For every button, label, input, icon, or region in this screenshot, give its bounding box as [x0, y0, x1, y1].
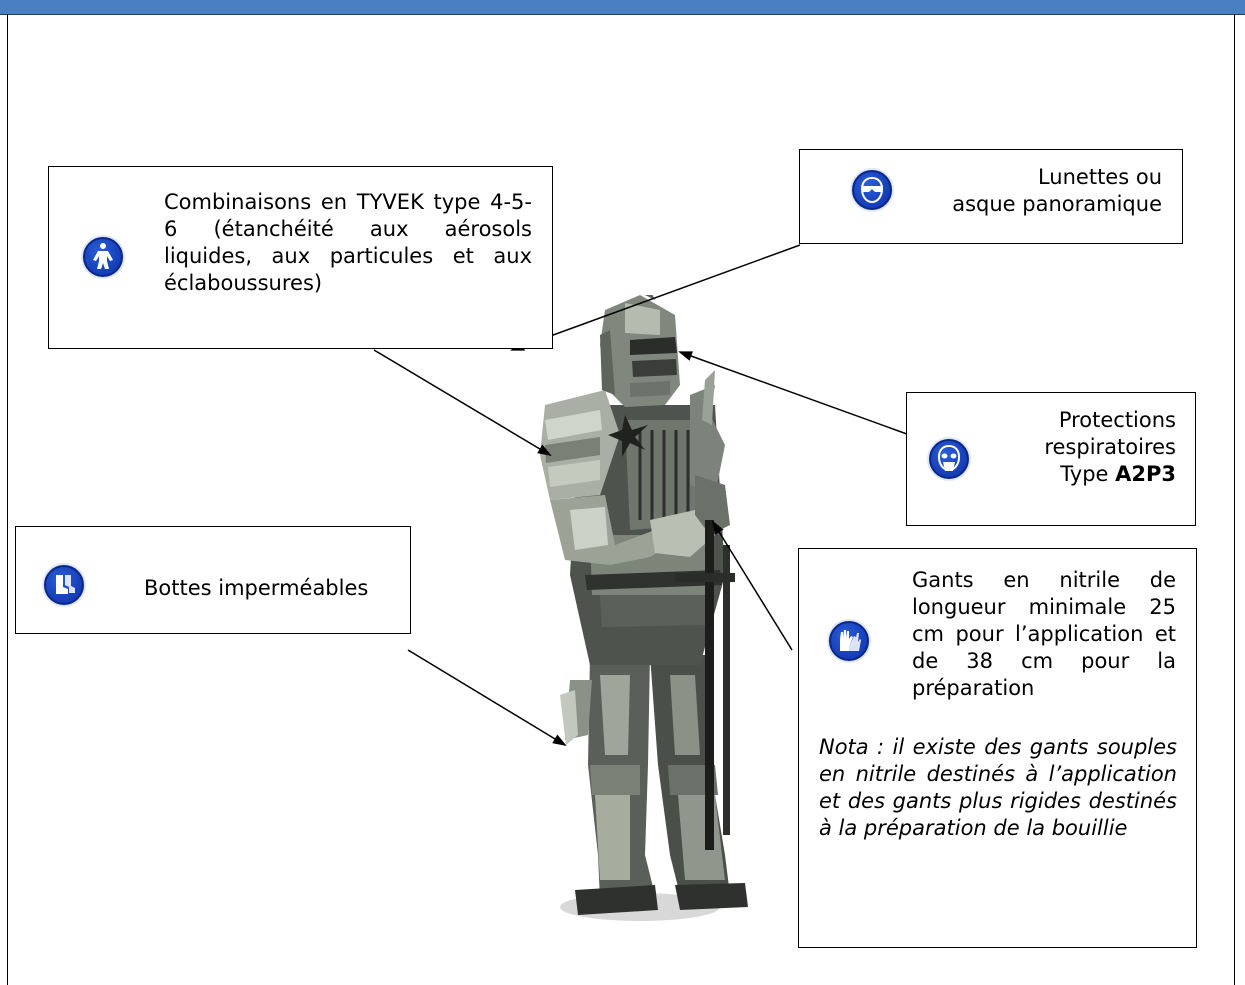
bottes-text: Bottes imperméables: [144, 576, 369, 600]
frame-right-border: [1234, 14, 1235, 985]
protections-text-line1: Protections: [1058, 408, 1176, 432]
bottes-callout: Bottes imperméables: [15, 526, 411, 634]
armored-knight-illustration: [540, 295, 748, 921]
boots-icon: [44, 565, 84, 605]
gants-callout: Gants en nitrile de longueur minimale 25…: [798, 548, 1197, 948]
respirator-mask-icon: [929, 439, 969, 479]
gants-text: Gants en nitrile de longueur minimale 25…: [912, 568, 1176, 700]
protections-type-code: A2P3: [1115, 462, 1176, 486]
arrow-combinaisons-torso: [373, 349, 552, 457]
goggles-icon: [852, 170, 892, 210]
coverall-icon: [83, 237, 123, 277]
protections-text-line2: respiratoires: [1044, 435, 1176, 459]
lunettes-text-line2: asque panoramique: [952, 192, 1162, 216]
lunettes-callout: Lunettes ou asque panoramique: [799, 149, 1183, 244]
combinaisons-callout: Combinaisons en TYVEK type 4-5-6 (étanch…: [48, 166, 553, 349]
frame-left-border: [7, 14, 8, 985]
protections-callout: Protections respiratoires Type A2P3: [906, 392, 1196, 526]
combinaisons-text: Combinaisons en TYVEK type 4-5-6 (étanch…: [164, 190, 532, 295]
gloves-icon: [829, 621, 869, 661]
lunettes-text-line1: Lunettes ou: [1037, 165, 1162, 189]
nota-text: Nota : il existe des gants souples en ni…: [819, 735, 1177, 840]
protections-type-prefix: Type: [1060, 462, 1116, 486]
top-bar: [0, 0, 1245, 15]
protections-text-line3: Type A2P3: [987, 461, 1176, 488]
